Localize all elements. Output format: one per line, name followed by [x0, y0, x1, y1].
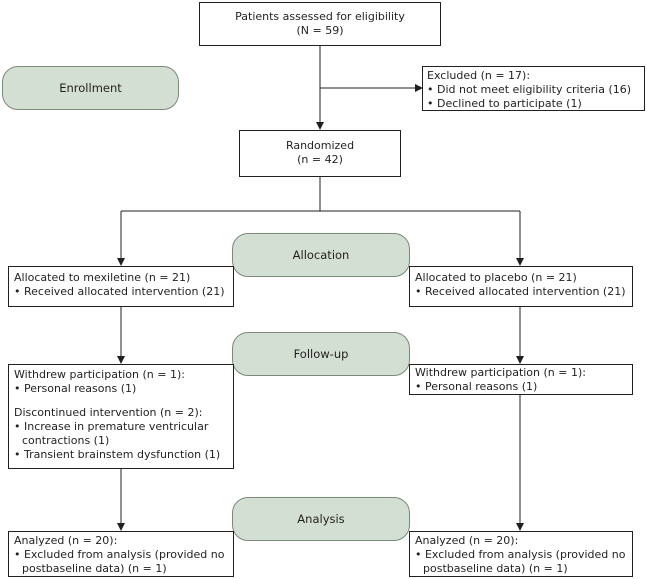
mexiletine-followup-box: Withdrew participation (n = 1): • Person…	[8, 364, 234, 469]
mexiletine-withdrew-item: • Personal reasons (1)	[14, 382, 137, 395]
randomized-title: Randomized	[285, 139, 355, 152]
mexiletine-discontinued-title: Discontinued intervention (n = 2):	[14, 406, 203, 419]
placebo-followup-box: Withdrew participation (n = 1): • Person…	[409, 364, 633, 395]
placebo-analysis-box: Analyzed (n = 20): • Excluded from analy…	[409, 531, 633, 577]
mexiletine-allocation-box: Allocated to mexiletine (n = 21) • Recei…	[8, 266, 234, 307]
mexiletine-withdrew-title: Withdrew participation (n = 1):	[14, 368, 185, 381]
randomized-box: Randomized (n = 42)	[239, 130, 401, 177]
mexiletine-analysis-box: Analyzed (n = 20): • Excluded from analy…	[8, 531, 234, 577]
mexiletine-analysis-title: Analyzed (n = 20):	[14, 534, 118, 547]
stage-enrollment: Enrollment	[2, 66, 179, 110]
mexiletine-allocation-item: • Received allocated intervention (21)	[14, 285, 225, 298]
placebo-allocation-item: • Received allocated intervention (21)	[415, 285, 626, 298]
stage-followup: Follow-up	[232, 332, 410, 376]
excluded-item: • Did not meet eligibility criteria (16)	[427, 83, 632, 96]
spacer	[14, 396, 228, 406]
assessed-box: Patients assessed for eligibility (N = 5…	[199, 2, 441, 46]
placebo-withdrew-title: Withdrew participation (n = 1):	[415, 366, 586, 379]
excluded-item: • Declined to participate (1)	[427, 97, 582, 110]
excluded-title: Excluded (n = 17):	[427, 69, 531, 82]
assessed-count: (N = 59)	[296, 24, 344, 37]
stage-enrollment-label: Enrollment	[59, 81, 122, 95]
placebo-withdrew-item: • Personal reasons (1)	[415, 380, 538, 393]
excluded-box: Excluded (n = 17): • Did not meet eligib…	[422, 66, 645, 111]
assessed-title: Patients assessed for eligibility	[235, 10, 405, 23]
stage-analysis-label: Analysis	[297, 512, 345, 526]
stage-allocation-label: Allocation	[292, 248, 350, 262]
mexiletine-allocation-title: Allocated to mexiletine (n = 21)	[14, 271, 191, 284]
stage-followup-label: Follow-up	[293, 347, 349, 361]
mexiletine-discontinued-item: • Increase in premature ventricular cont…	[14, 420, 209, 447]
mexiletine-analysis-item: • Excluded from analysis (provided no po…	[14, 548, 225, 575]
placebo-allocation-box: Allocated to placebo (n = 21) • Received…	[409, 266, 633, 307]
randomized-count: (n = 42)	[297, 153, 343, 166]
stage-allocation: Allocation	[232, 233, 410, 277]
stage-analysis: Analysis	[232, 497, 410, 541]
placebo-analysis-title: Analyzed (n = 20):	[415, 534, 519, 547]
placebo-allocation-title: Allocated to placebo (n = 21)	[415, 271, 577, 284]
placebo-analysis-item: • Excluded from analysis (provided no po…	[415, 548, 626, 575]
mexiletine-discontinued-item: • Transient brainstem dysfunction (1)	[14, 448, 221, 461]
